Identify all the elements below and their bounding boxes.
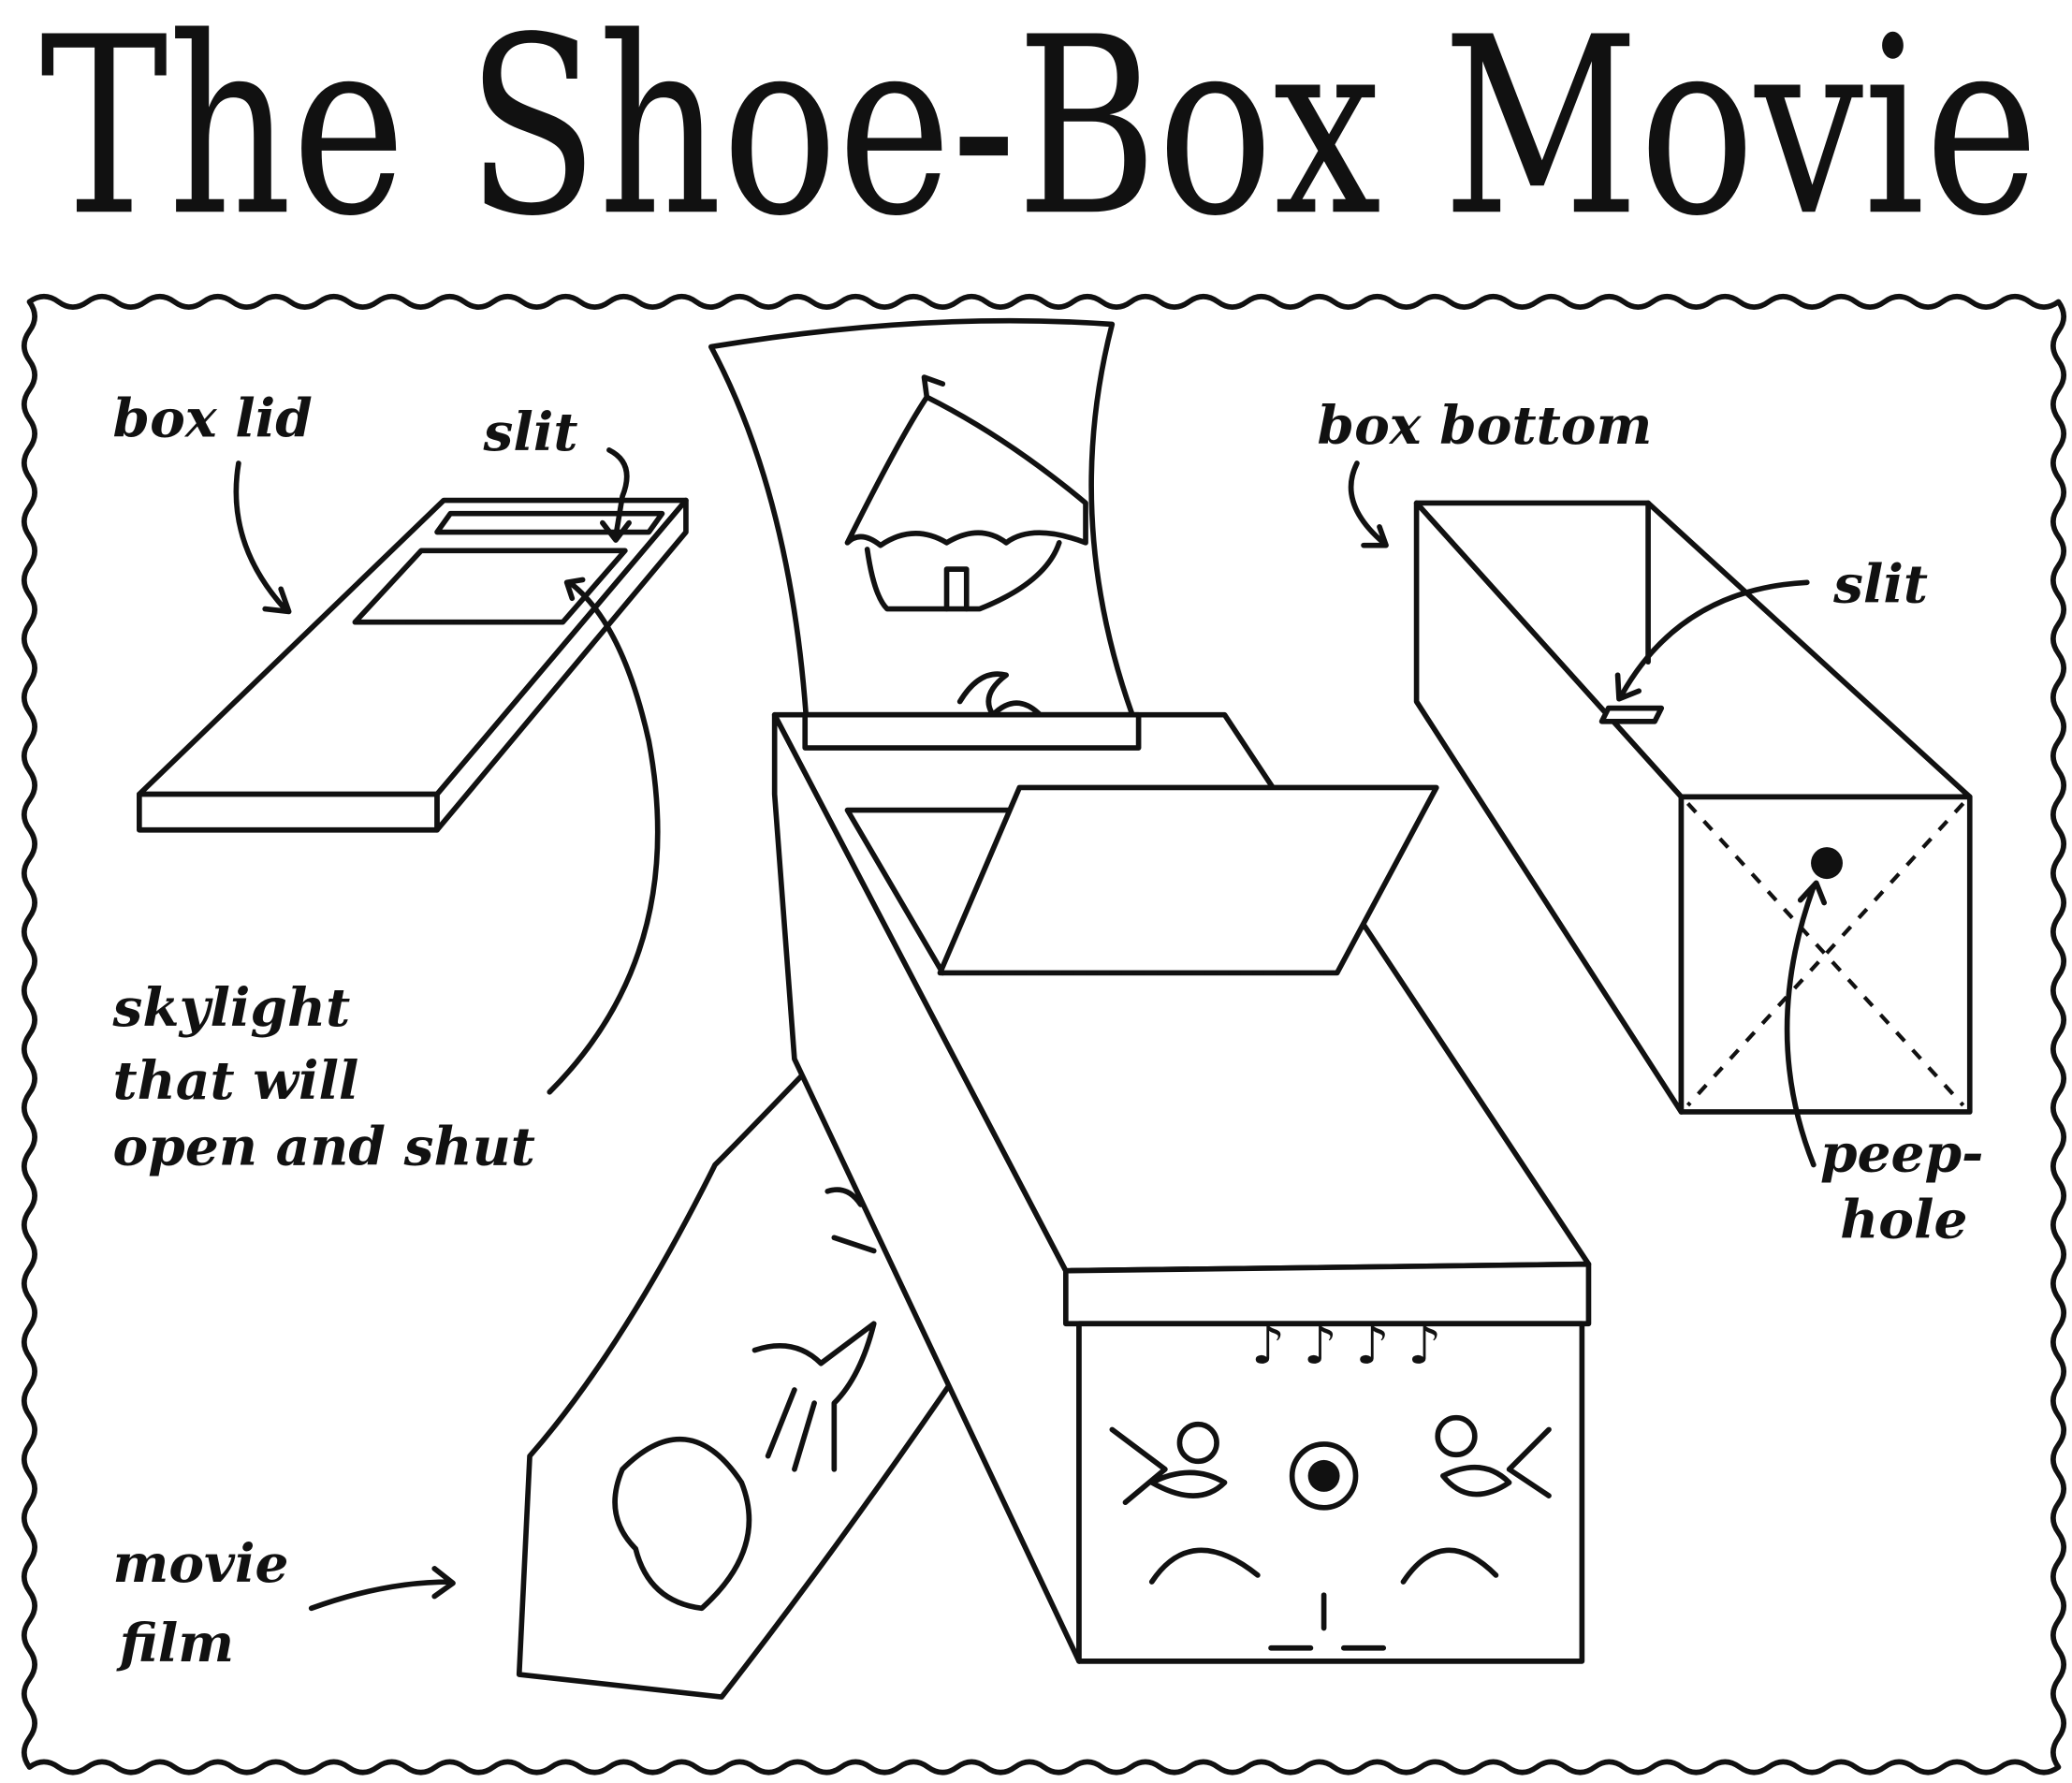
svg-text:♪ ♪ ♪ ♪: ♪ ♪ ♪ ♪ [1251, 1315, 1441, 1377]
arrows [233, 447, 1828, 1612]
label-lid-slit: slit [483, 402, 578, 463]
label-film: film [116, 1613, 234, 1674]
film-strip-top [708, 317, 1145, 744]
animal-drawings [612, 1187, 877, 1612]
label-peep: peep- [1820, 1123, 1984, 1185]
label-skylight-3: open and shut [113, 1117, 535, 1178]
peep-hole [1811, 847, 1843, 880]
box-bottom [1413, 500, 1973, 1115]
bird-decorations: ♪ ♪ ♪ ♪ [1109, 1315, 1552, 1651]
box-front [1076, 1321, 1585, 1664]
lid-skylight [352, 548, 628, 625]
label-box-bottom: box bottom [1318, 395, 1653, 457]
skylight-flap [937, 784, 1439, 976]
wavy-border [21, 293, 2066, 1776]
box-slit [802, 711, 1142, 751]
page-title: The Shoe-Box Movie [40, 0, 2039, 270]
bottom-slit [1598, 705, 1665, 724]
label-skylight-1: skylight [112, 977, 351, 1039]
label-skylight-2: that will [113, 1050, 359, 1112]
label-hole: hole [1840, 1189, 1967, 1250]
label-box-lid: box lid [113, 388, 313, 450]
label-bottom-slit: slit [1832, 553, 1928, 615]
center-shoe-box: ♪ ♪ ♪ ♪ [771, 711, 1592, 1664]
box-lid [137, 497, 689, 833]
label-movie: movie [113, 1533, 289, 1595]
